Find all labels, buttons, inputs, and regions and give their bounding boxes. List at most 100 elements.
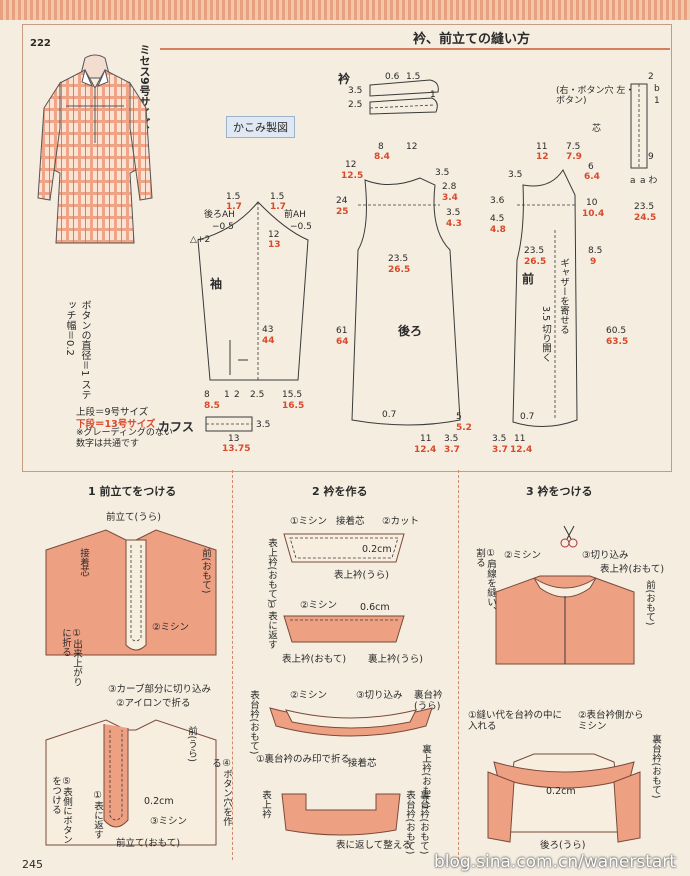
s2-under-stand: 裏台衿(うら) xyxy=(414,690,443,712)
front-m-235b: 23.5 xyxy=(524,246,545,256)
step-divider-2 xyxy=(458,470,460,860)
pattern-number: 222 xyxy=(30,38,51,49)
back-m-265: 26.5 xyxy=(388,265,411,275)
watermark: blog.sina.com.cn/wanerstart xyxy=(434,852,676,872)
s2-under-collar: 裏上衿(おもて) xyxy=(420,744,431,809)
s2-fold-mark: ①裏台衿のみ印で折る xyxy=(256,754,351,765)
garment-illustration xyxy=(37,54,153,244)
back-m-35a: 3.5 xyxy=(435,168,450,178)
size-note-lower: 下段＝13号サイズ xyxy=(76,419,156,430)
sleeve-front-ah: 前AH xyxy=(284,210,306,220)
sleeve-m-85: 8.5 xyxy=(204,401,220,411)
sleeve-m-155: 15.5 xyxy=(282,390,303,400)
s1-clip: ③カーブ部分に切り込み xyxy=(108,684,211,695)
s2-interfacing: 接着芯 xyxy=(336,516,365,527)
front-m-79: 7.9 xyxy=(566,152,582,162)
sleeve-m-44: 44 xyxy=(262,336,275,346)
step2-collar-3 xyxy=(269,707,433,737)
front-m-265: 26.5 xyxy=(524,257,547,267)
s3-front-face: 前(おもて) xyxy=(644,580,655,626)
collar-label: 衿 xyxy=(338,72,351,86)
s2-machine2b: ②ミシン xyxy=(290,690,328,701)
front-m-605: 60.5 xyxy=(606,326,627,336)
sleeve-m-17b: 1.7 xyxy=(270,202,286,212)
front-m-b: b xyxy=(654,84,660,94)
placket-pattern xyxy=(630,83,648,169)
front-m-104: 10.4 xyxy=(582,209,605,219)
front-m-6: 6 xyxy=(588,162,594,172)
s2-upper-face: 表上衿(おもて) xyxy=(266,538,277,603)
s2-clip: ③切り込み xyxy=(356,690,403,701)
s3-under-stand: 裏台衿(おもて) xyxy=(650,734,661,799)
collar-m-1: 1 xyxy=(430,90,436,100)
s2-under-back: 裏上衿(うら) xyxy=(368,654,423,665)
collar-m-15: 1.5 xyxy=(406,72,421,82)
page-number: 245 xyxy=(22,858,43,871)
front-pattern xyxy=(512,168,578,428)
step2-collar-1 xyxy=(283,533,405,563)
sleeve-m-15a: 1.5 xyxy=(226,192,241,202)
back-m-43: 4.3 xyxy=(446,219,462,229)
s2-stand-face: 表台衿(おもて) xyxy=(248,690,259,755)
front-m-124: 12.4 xyxy=(510,445,533,455)
s3-seam-in: ①縫い代を台衿の中に入れる xyxy=(468,710,563,732)
s2-cut: ②カット xyxy=(382,516,420,527)
sleeve-m-13: 13 xyxy=(268,240,281,250)
back-m-8: 8 xyxy=(378,142,384,152)
s2-interfacing2: 接着芯 xyxy=(348,758,377,769)
scissors-icon xyxy=(560,525,578,548)
sleeve-m-12: 12 xyxy=(268,230,280,240)
s1-buttonhole: ④ボタン穴を作る xyxy=(210,758,232,826)
sleeve-back-ah: 後ろAH xyxy=(204,210,235,220)
back-m-125: 12.5 xyxy=(341,171,364,181)
s1-machine: ②ミシン xyxy=(152,622,190,633)
back-m-84: 8.4 xyxy=(374,152,390,162)
s2-cm02: 0.2cm xyxy=(362,544,392,555)
front-m-9: 9 xyxy=(590,257,597,267)
front-gather: ギャザーを寄せる xyxy=(558,258,569,334)
sleeve-m-43: 43 xyxy=(262,325,274,335)
front-m-37: 3.7 xyxy=(492,445,508,455)
back-m-37: 3.7 xyxy=(444,445,460,455)
front-m-1: 1 xyxy=(654,96,660,106)
front-m-45: 4.5 xyxy=(490,214,505,224)
cuffs-pattern xyxy=(205,416,253,432)
s3-back-ura: 後ろ(うら) xyxy=(540,840,586,851)
s1-front-face: 前(おもて) xyxy=(200,548,211,594)
front-m-10: 10 xyxy=(586,198,598,208)
s2-cm06: 0.6cm xyxy=(360,602,390,613)
sleeve-m-165: 16.5 xyxy=(282,401,305,411)
s2-turn: ①表に返す xyxy=(266,600,277,649)
front-m-75: 7.5 xyxy=(566,142,581,152)
s2-upper-collar: 表上衿 xyxy=(260,790,271,819)
step3-bottom-illustration xyxy=(487,753,641,843)
sleeve-m-15b: 1.5 xyxy=(270,192,285,202)
s1-fold: ①出来上がりに折る xyxy=(60,628,82,687)
size-note-upper: 上段＝9号サイズ xyxy=(76,407,149,418)
s1-front-ura: 前(うら) xyxy=(186,726,197,762)
back-m-61: 61 xyxy=(336,326,348,336)
s1-turn: ①表に返す xyxy=(92,790,103,839)
kakomi-tag: かこみ製図 xyxy=(226,116,295,138)
back-m-5: 5 xyxy=(456,412,462,422)
sleeve-m-1: 1 xyxy=(224,390,230,400)
front-m-07: 0.7 xyxy=(520,412,535,422)
sleeve-label: 袖 xyxy=(210,277,223,291)
cuffs-m-13: 13 xyxy=(228,434,240,444)
sleeve-m-2: 2 xyxy=(234,390,240,400)
s1-placket-back: 前立て(うら) xyxy=(106,512,161,523)
collar-m-25: 2.5 xyxy=(348,100,363,110)
size-note-grading: ※グレーディングのない数字は共通です xyxy=(76,428,173,449)
top-stripe xyxy=(0,0,690,20)
back-m-35b: 3.5 xyxy=(446,208,461,218)
front-m-2: 2 xyxy=(648,72,654,82)
front-label: 前 xyxy=(522,272,535,286)
s1-button: ⑤表側にボタンをつける xyxy=(50,776,72,844)
s3-machine: ②ミシン xyxy=(504,550,542,561)
step1-bottom-illustration xyxy=(45,719,217,846)
button-note: ボタンの直径＝1 ステッチ幅＝0.2 xyxy=(64,300,90,400)
sleeve-plus2: △+2 xyxy=(190,235,211,245)
back-label: 後ろ xyxy=(398,324,423,338)
front-wa: a わ xyxy=(640,176,658,186)
s1-placket-face: 前立て(おもて) xyxy=(116,838,181,849)
